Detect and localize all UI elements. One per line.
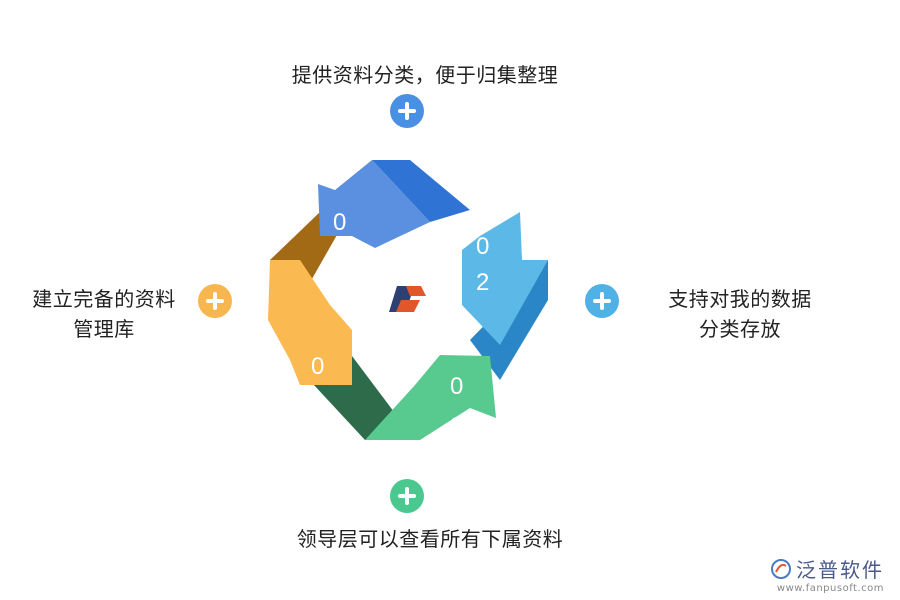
item-right-label: 支持对我的数据 分类存放 [650, 284, 830, 344]
item-left-line2: 管理库 [73, 317, 135, 341]
arrow-01-digit-2: 1 [333, 249, 346, 276]
arrow-04 [268, 260, 352, 385]
item-top-label: 提供资料分类，便于归集整理 [291, 63, 559, 87]
plus-icon-right [585, 284, 619, 318]
arrow-02 [462, 212, 548, 345]
arrow-04-digit-2: 4 [311, 389, 324, 416]
item-left-label: 建立完备的资料 管理库 [14, 284, 194, 344]
watermark-url: www.fanpusoft.com [776, 583, 884, 594]
watermark: 泛普软件 www.fanpusoft.com [770, 554, 884, 594]
arrow-01 [318, 160, 430, 248]
hexagon-logo-icon [389, 286, 426, 312]
arrow-02-digit-2: 2 [476, 269, 489, 296]
arrow-03-digit-1: 0 [450, 373, 463, 400]
fanpu-logo-icon [771, 558, 791, 579]
arrow-03 [365, 355, 496, 440]
item-bottom-label: 领导层可以查看所有下属资料 [296, 527, 564, 551]
item-right-line1: 支持对我的数据 [668, 287, 812, 311]
plus-icon-bottom [390, 479, 424, 513]
arrow-01-digit-1: 0 [333, 209, 346, 236]
fold-segment-2 [372, 160, 470, 222]
arrow-02-digit-1: 0 [476, 233, 489, 260]
plus-icon-top [390, 94, 424, 128]
watermark-brand: 泛普软件 [796, 558, 884, 582]
arrow-03-digit-2: 3 [450, 413, 463, 440]
arrow-04-digit-1: 0 [311, 353, 324, 380]
item-right-line2: 分类存放 [699, 317, 781, 341]
item-left-line1: 建立完备的资料 [32, 287, 176, 311]
plus-icon-left [198, 284, 232, 318]
